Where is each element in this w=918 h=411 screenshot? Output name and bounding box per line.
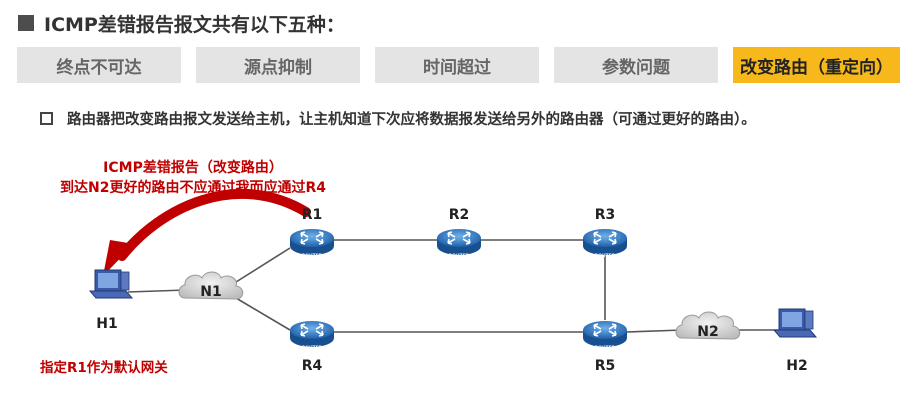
tab-parameter-problem[interactable]: 参数问题 <box>554 47 718 83</box>
router-r1: ROUTER <box>289 228 335 259</box>
redirect-arrow-head-icon <box>103 240 134 276</box>
router-icon <box>582 228 628 256</box>
redirect-arrow <box>117 188 311 261</box>
router-caption: ROUTER <box>449 253 470 259</box>
router-icon <box>289 228 335 256</box>
tab-label: 改变路由（重定向） <box>740 57 893 78</box>
tab-label: 终点不可达 <box>56 57 142 78</box>
host-h1 <box>89 269 133 299</box>
link-n1-r1 <box>235 247 291 283</box>
network-n1-label: N1 <box>200 284 221 300</box>
tab-time-exceeded[interactable]: 时间超过 <box>375 47 539 83</box>
tab-redirect[interactable]: 改变路由（重定向） <box>733 47 900 83</box>
router-r5: ROUTER <box>582 320 628 351</box>
title-text: ICMP差错报告报文共有以下五种： <box>44 13 345 36</box>
host-h2-label: H2 <box>786 358 807 374</box>
annotation-line-1: ICMP差错报告（改变路由） <box>103 159 283 176</box>
router-r2-label: R2 <box>449 207 470 223</box>
router-r5-label: R5 <box>595 358 616 374</box>
note-text: 路由器把改变路由报文发送给主机，让主机知道下次应将数据报发送给另外的路由器（可通… <box>67 112 756 128</box>
tab-source-quench[interactable]: 源点抑制 <box>196 47 360 83</box>
link-n1-r4 <box>235 297 291 331</box>
router-r3-label: R3 <box>595 207 616 223</box>
computer-icon <box>773 308 817 338</box>
network-n2-label: N2 <box>697 324 718 340</box>
note-checkbox-icon <box>40 112 53 125</box>
host-h1-label: H1 <box>96 316 117 332</box>
router-icon <box>436 228 482 256</box>
default-gateway-note: 指定R1作为默认网关 <box>40 359 168 376</box>
router-caption: ROUTER <box>595 345 616 351</box>
router-caption: ROUTER <box>302 253 323 259</box>
section-title: ICMP差错报告报文共有以下五种： <box>18 8 345 38</box>
router-r3: ROUTER <box>582 228 628 259</box>
router-icon <box>582 320 628 348</box>
router-r1-label: R1 <box>302 207 323 223</box>
router-icon <box>289 320 335 348</box>
router-r4: ROUTER <box>289 320 335 351</box>
title-bullet-icon <box>18 15 34 31</box>
note-row: 路由器把改变路由报文发送给主机，让主机知道下次应将数据报发送给另外的路由器（可通… <box>40 108 756 129</box>
tab-row: 终点不可达 源点抑制 时间超过 参数问题 改变路由（重定向） <box>17 47 900 83</box>
router-caption: ROUTER <box>595 253 616 259</box>
router-r4-label: R4 <box>302 358 323 374</box>
tab-destination-unreachable[interactable]: 终点不可达 <box>17 47 181 83</box>
router-caption: ROUTER <box>302 345 323 351</box>
host-h2 <box>773 308 817 338</box>
network-links <box>127 239 780 333</box>
tab-label: 时间超过 <box>423 57 491 78</box>
tab-label: 源点抑制 <box>244 57 312 78</box>
computer-icon <box>89 269 133 299</box>
link-r5-n2 <box>626 329 684 333</box>
link-h1-n1 <box>127 289 187 293</box>
tab-label: 参数问题 <box>602 57 670 78</box>
router-r2: ROUTER <box>436 228 482 259</box>
annotation-line-2: 到达N2更好的路由不应通过我而应通过R4 <box>60 179 326 196</box>
